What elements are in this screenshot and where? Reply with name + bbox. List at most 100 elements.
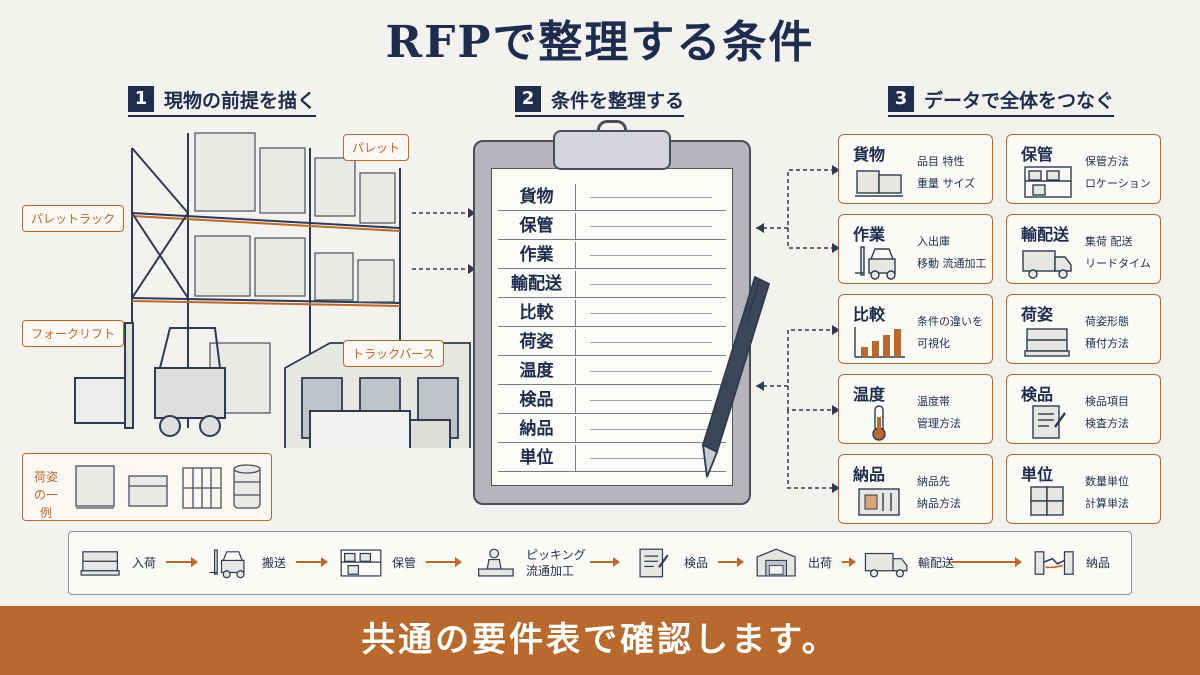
- checklist-blank-line: [590, 254, 712, 256]
- flow-step-label: 納品: [1086, 556, 1111, 570]
- pen-icon: [701, 275, 771, 478]
- checklist-row: 単位: [498, 445, 726, 472]
- condition-card: 比較条件の違いを可視化: [838, 294, 993, 364]
- flow-arrow: [296, 557, 328, 567]
- checklist-blank-line: [590, 370, 712, 372]
- card-description: 荷姿形態積付方法: [1085, 315, 1129, 350]
- forklift-icon: [209, 549, 245, 579]
- carton-icon: [128, 475, 168, 507]
- card-connector-arrows: [756, 165, 840, 493]
- flow-step-label: 入荷: [132, 556, 157, 570]
- pallet-icon: [80, 551, 120, 576]
- checklist-blank-line: [590, 196, 712, 198]
- condition-card: 温度温度帯管理方法: [838, 374, 993, 444]
- card-title: 単位: [1021, 465, 1054, 484]
- checklist-row: 保管: [498, 213, 726, 240]
- page-title: RFPで整理する条件: [385, 17, 815, 68]
- checklist-item-label: 比較: [498, 300, 576, 326]
- condition-card: 作業入出庫移動 流通加工: [838, 214, 993, 284]
- condition-card: 貨物品目 特性重量 サイズ: [838, 134, 993, 204]
- section-header-3: 3 データで全体をつなぐ: [888, 85, 1115, 117]
- card-description: 条件の違いを可視化: [917, 315, 983, 350]
- checklist-blank-line: [590, 341, 712, 343]
- flow-step: 輸配送: [862, 532, 954, 594]
- card-description: 品目 特性重量 サイズ: [917, 155, 976, 190]
- flow-step-label: 検品: [684, 556, 709, 570]
- rack-icon: [340, 549, 382, 577]
- card-description: 集荷 配送リードタイム: [1085, 235, 1151, 270]
- truck-icon: [1022, 250, 1072, 279]
- card-description: 検品項目検査方法: [1085, 395, 1129, 430]
- flow-step: ピッキング流通加工: [470, 532, 586, 594]
- checklist-row: 温度: [498, 358, 726, 385]
- checklist-blank-line: [590, 428, 712, 430]
- truck-icon: [864, 552, 908, 578]
- checklist-row: 納品: [498, 416, 726, 443]
- card-description: 温度帯管理方法: [917, 395, 961, 430]
- card-title: 荷姿: [1021, 305, 1054, 324]
- checklist-row: 荷姿: [498, 329, 726, 356]
- forklift-callout: フォークリフト: [22, 320, 125, 347]
- flow-step: 搬送: [206, 532, 286, 594]
- checklist-row: 比較: [498, 300, 726, 327]
- condition-card: 単位数量単位計算単法: [1006, 454, 1161, 524]
- warehouse-connector-arrows: [412, 208, 476, 274]
- flow-step: 検品: [628, 532, 708, 594]
- condition-card: 輸配送集荷 配送リードタイム: [1006, 214, 1161, 284]
- dock-icon: [756, 548, 796, 577]
- card-title: 温度: [853, 385, 886, 404]
- flow-step: 納品: [1030, 532, 1110, 594]
- section-number: 3: [888, 86, 914, 112]
- summary-banner: 共通の要件表で確認します。: [0, 606, 1200, 675]
- checklist-item-label: 保管: [498, 213, 576, 239]
- section-header-1: 1 現物の前提を描く: [128, 85, 317, 117]
- worker-icon: [478, 548, 514, 577]
- checklist-row: 貨物: [498, 184, 726, 211]
- flow-arrow: [426, 557, 462, 567]
- card-title: 検品: [1021, 385, 1054, 404]
- flow-step-label: 保管: [392, 556, 417, 570]
- card-description: 数量単位計算単法: [1085, 475, 1129, 510]
- card-title: 輸配送: [1021, 225, 1070, 244]
- section-number: 2: [515, 86, 541, 112]
- checklist-row: 検品: [498, 387, 726, 414]
- condition-card: 納品納品先納品方法: [838, 454, 993, 524]
- flow-step-label: 出荷: [808, 556, 833, 570]
- checklist-icon: [639, 548, 669, 578]
- section-header-2: 2 条件を整理する: [515, 85, 685, 117]
- checklist-item-label: 荷姿: [498, 329, 576, 355]
- section-label: データで全体をつなぐ: [924, 89, 1115, 112]
- boxes-icon: [855, 170, 903, 197]
- condition-card: 荷姿荷姿形態積付方法: [1006, 294, 1161, 364]
- pallet-rack-callout: パレットラック: [22, 205, 125, 232]
- section-number: 1: [128, 86, 154, 112]
- container-icon: [858, 488, 900, 516]
- card-title: 貨物: [853, 145, 886, 164]
- flow-arrow: [590, 557, 620, 567]
- section-label: 条件を整理する: [551, 89, 685, 112]
- checklist-blank-line: [590, 312, 712, 314]
- checklist-row: 輸配送: [498, 271, 726, 298]
- checklist-blank-line: [590, 283, 712, 285]
- cage-icon: [182, 467, 222, 509]
- thermometer-icon: [872, 405, 886, 441]
- checklist-item-label: 温度: [498, 358, 576, 384]
- card-title: 保管: [1021, 145, 1054, 164]
- checklist-item-label: 単位: [498, 445, 576, 471]
- checklist-blank-line: [590, 399, 712, 401]
- checklist-item-label: 納品: [498, 416, 576, 442]
- flow-arrow: [952, 557, 1022, 567]
- checklist-blank-line: [590, 457, 712, 459]
- clipboard-paper: [491, 168, 733, 486]
- flow-step: 入荷: [76, 532, 156, 594]
- cube-stack-icon: [1030, 486, 1064, 516]
- card-description: 入出庫移動 流通加工: [917, 235, 987, 270]
- condition-card: 保管保管方法ロケーション: [1006, 134, 1161, 204]
- section-label: 現物の前提を描く: [164, 89, 317, 112]
- condition-card: 検品検品項目検査方法: [1006, 374, 1161, 444]
- handshake-icon: [1034, 551, 1074, 575]
- process-flow: [68, 531, 1132, 595]
- clipboard-clamp: [553, 130, 671, 170]
- checklist-blank-line: [590, 225, 712, 227]
- card-description: 保管方法ロケーション: [1085, 155, 1151, 190]
